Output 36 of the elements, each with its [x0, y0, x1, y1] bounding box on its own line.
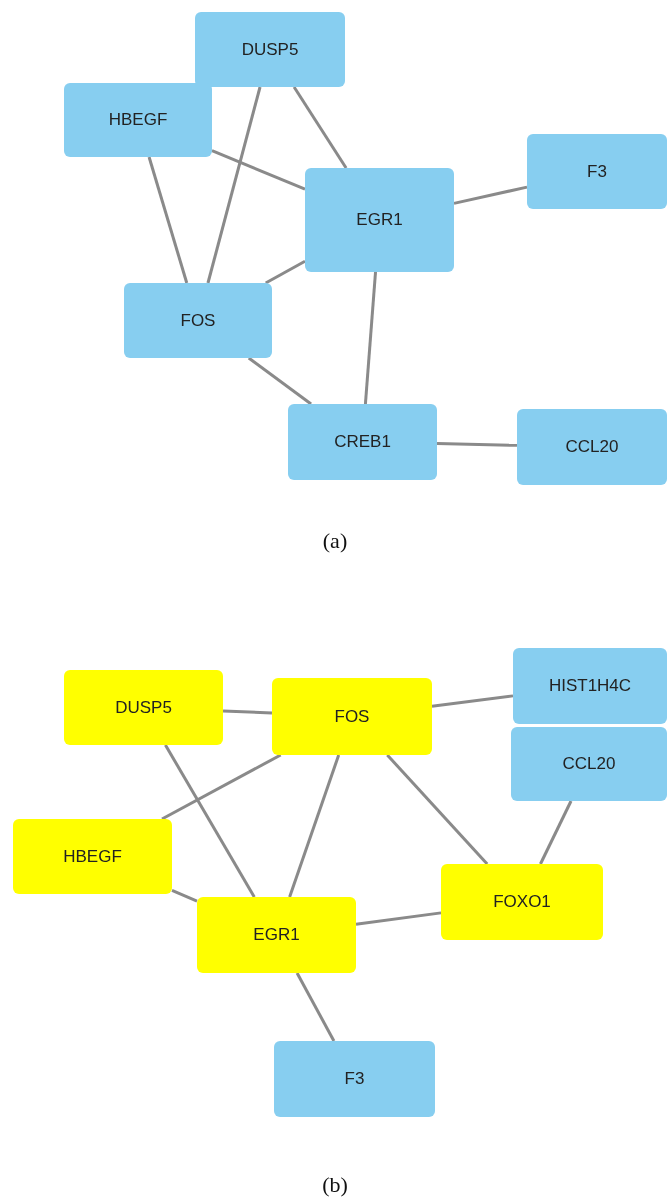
connector-line [453, 185, 528, 205]
gene-box: HIST1H4C [513, 648, 667, 724]
gene-box: CCL20 [511, 727, 667, 801]
connector-line [161, 753, 282, 821]
connector-line [295, 972, 336, 1042]
gene-box: CCL20 [517, 409, 667, 485]
connector-line [211, 149, 306, 191]
connector-line [147, 156, 189, 284]
connector-line [292, 86, 348, 169]
connector-line [164, 744, 256, 898]
connector-line [222, 709, 273, 715]
gene-box: EGR1 [305, 168, 454, 272]
gene-box: FOS [272, 678, 432, 755]
gene-box: F3 [527, 134, 667, 209]
panel-label: (a) [322, 528, 348, 554]
connector-line [431, 694, 514, 708]
connector-line [206, 86, 262, 284]
panel-label: (b) [322, 1172, 348, 1198]
connector-line [288, 754, 341, 898]
connector-line [363, 271, 377, 405]
gene-box: DUSP5 [195, 12, 345, 87]
connector-line [171, 889, 198, 903]
connector-line [355, 911, 442, 926]
gene-box: DUSP5 [64, 670, 223, 745]
gene-box: FOS [124, 283, 272, 358]
connector-line [265, 259, 306, 285]
gene-box: FOXO1 [441, 864, 603, 940]
connector-line [436, 442, 518, 447]
connector-line [539, 800, 573, 865]
gene-box: HBEGF [64, 83, 212, 157]
gene-box: F3 [274, 1041, 435, 1117]
gene-box: HBEGF [13, 819, 172, 894]
connector-line [386, 754, 489, 865]
gene-box: CREB1 [288, 404, 437, 480]
connector-line [247, 356, 312, 406]
gene-box: EGR1 [197, 897, 356, 973]
